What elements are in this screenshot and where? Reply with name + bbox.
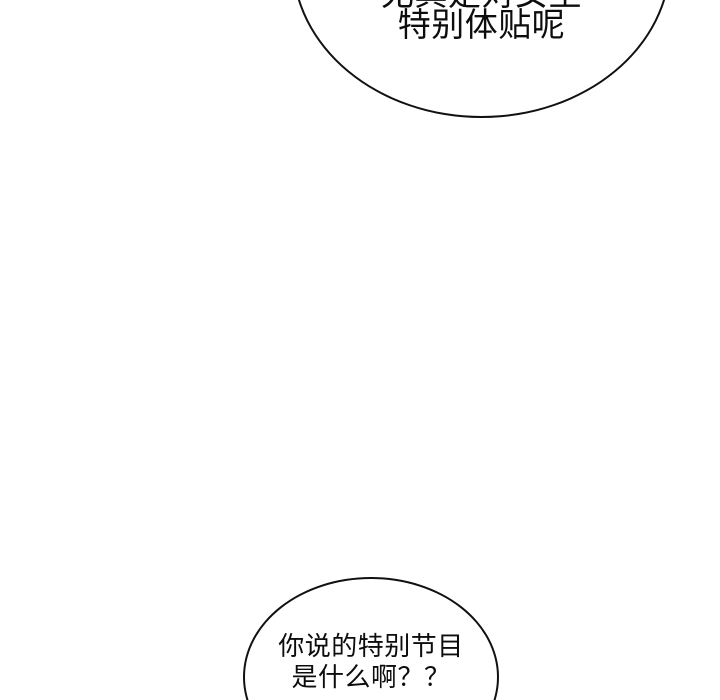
speech-balloon-top: 尤其是对女生 特别体贴呢 [292, 0, 671, 118]
panel-gutter [0, 118, 720, 576]
speech-balloon-top-text: 尤其是对女生 特别体贴呢 [294, 0, 669, 43]
speech-balloon-bottom-line-2: 是什么啊？？ [291, 662, 451, 692]
speech-balloon-bottom: 你说的特别节目 是什么啊？？ [243, 577, 499, 700]
speech-balloon-top-line-1: 尤其是对女生 [294, 0, 669, 10]
speech-balloon-bottom-line-1: 你说的特别节目 [278, 631, 464, 661]
speech-balloon-bottom-text: 你说的特别节目 是什么啊？？ [245, 631, 497, 693]
speech-balloon-top-line-2: 特别体贴呢 [397, 6, 566, 43]
